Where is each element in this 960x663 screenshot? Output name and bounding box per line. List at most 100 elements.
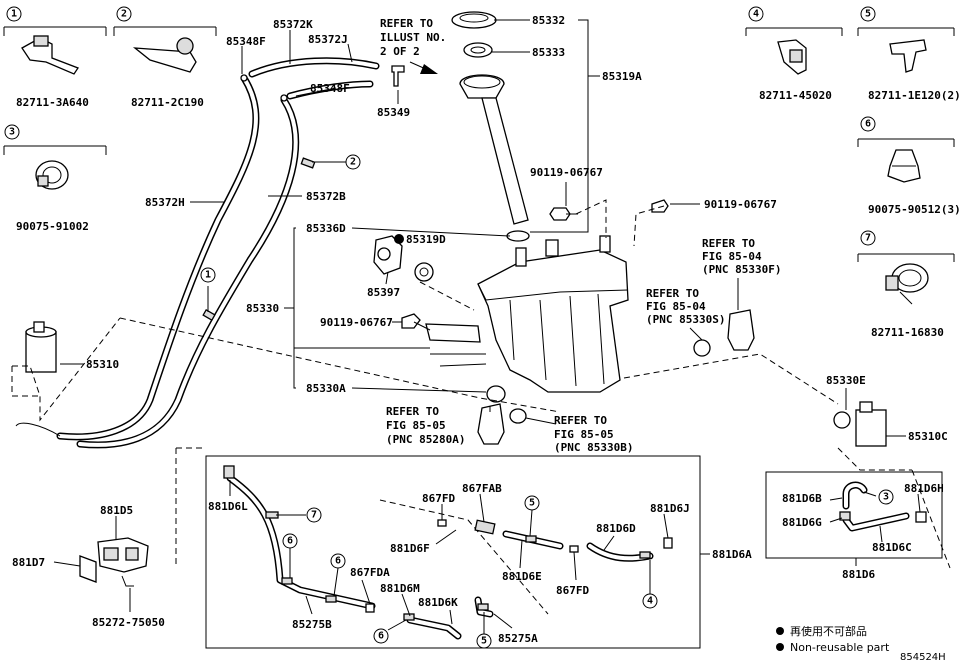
- label-85319D: 85319D: [406, 233, 446, 246]
- refer-85330B-line2: FIG 85-05: [554, 428, 614, 441]
- callout-5: 5: [865, 9, 871, 20]
- callout-1-hose: 1: [205, 270, 211, 281]
- legend-jp: 再使用不可部品: [790, 624, 867, 638]
- clamp-82711-1E120-icon: [889, 39, 927, 73]
- clamp-82711-16830-icon: [885, 263, 929, 305]
- refer-85280A-line1: REFER TO: [386, 405, 439, 418]
- label-90075-91002: 90075-91002: [16, 220, 89, 233]
- box-3: 3 90075-91002: [3, 124, 107, 233]
- box-2: 2 82711-2C190: [113, 6, 217, 109]
- label-881D7: 881D7: [12, 556, 45, 569]
- label-881D6L: 881D6L: [208, 500, 248, 513]
- callout-2: 2: [121, 9, 127, 20]
- label-85372K: 85372K: [273, 18, 313, 31]
- label-881D5: 881D5: [100, 504, 133, 517]
- clamp-90075-91002-icon: [35, 160, 69, 190]
- illustration-code: 854524H: [900, 652, 946, 663]
- refer-illust-line1: REFER TO: [380, 17, 433, 30]
- label-85319A: 85319A: [602, 70, 642, 83]
- box-881D6: 3: [765, 471, 943, 566]
- refer-notes: REFER TO ILLUST NO. 2 OF 2 REFER TO FIG …: [380, 17, 781, 454]
- label-90075-90512: 90075-90512(3): [868, 203, 960, 216]
- box-881D6A: [205, 455, 710, 649]
- label-85336D: 85336D: [306, 222, 346, 235]
- clamp-82711-3A640-icon: [21, 35, 79, 75]
- level-sensor: [373, 234, 434, 282]
- refer-85330B-line3: (PNC 85330B): [554, 441, 633, 454]
- label-881D6G: 881D6G: [782, 516, 822, 529]
- clamp-90075-90512-icon: [887, 149, 921, 183]
- label-82711-2C190: 82711-2C190: [131, 96, 204, 109]
- legend-en: Non-reusable part: [790, 641, 890, 654]
- callout-5-box-b: 5: [529, 498, 535, 509]
- legend-dot-icon-2: [776, 643, 784, 651]
- callout-7-box: 7: [311, 510, 317, 521]
- label-85330A: 85330A: [306, 382, 346, 395]
- connector-881D5: [79, 516, 149, 587]
- box-1: 1 82711-3A640: [3, 6, 107, 109]
- legend-dot-icon: [776, 627, 784, 635]
- tank-grommets: [477, 309, 755, 445]
- label-90119-06767-c: 90119-06767: [320, 316, 393, 329]
- box-5: 5 82711-1E120(2): [857, 6, 960, 102]
- label-85349: 85349: [377, 106, 410, 119]
- refer-85330F-line2: FIG 85-04: [702, 250, 762, 263]
- label-85272-75050: 85272-75050: [92, 616, 165, 629]
- callout-1: 1: [11, 9, 17, 20]
- label-82711-1E120: 82711-1E120(2): [868, 89, 960, 102]
- box-6: 6 90075-90512(3): [857, 116, 960, 216]
- refer-85330B-line1: REFER TO: [554, 414, 607, 427]
- refer-85280A-line2: FIG 85-05: [386, 419, 446, 432]
- callout-6-box-c: 6: [378, 631, 384, 642]
- refer-85330F-line3: (PNC 85330F): [702, 263, 781, 276]
- label-85372B: 85372B: [306, 190, 346, 203]
- label-881D6: 881D6: [842, 568, 875, 581]
- dashed-outlines: [11, 199, 951, 615]
- callout-4: 4: [753, 9, 759, 20]
- label-881D6D: 881D6D: [596, 522, 636, 535]
- label-85310C: 85310C: [908, 430, 948, 443]
- label-867FD-a: 867FD: [422, 492, 455, 505]
- label-90119-06767-a: 90119-06767: [530, 166, 603, 179]
- label-85275A: 85275A: [498, 632, 538, 645]
- box-881D6A-callouts: 7 6 6 6 5 5 4: [276, 495, 658, 649]
- label-881D6M: 881D6M: [380, 582, 420, 595]
- label-85372J: 85372J: [308, 33, 348, 46]
- label-85332: 85332: [532, 14, 565, 27]
- label-82711-3A640: 82711-3A640: [16, 96, 89, 109]
- callout-6-box-a: 6: [287, 536, 293, 547]
- label-85372H: 85372H: [145, 196, 185, 209]
- label-881D6J: 881D6J: [650, 502, 690, 515]
- leader-lines: [53, 19, 921, 629]
- washer-hoses: [15, 57, 405, 449]
- box-7: 7 82711-16830: [857, 230, 955, 339]
- bolts: [401, 199, 669, 331]
- callout-4-box: 4: [647, 596, 653, 607]
- pump-85310: [25, 321, 57, 373]
- callout-6-box-b: 6: [335, 556, 341, 567]
- label-881D6H: 881D6H: [904, 482, 944, 495]
- refer-85330S-line3: (PNC 85330S): [646, 313, 725, 326]
- label-85348F-b: 85348F: [310, 82, 350, 95]
- label-85397: 85397: [367, 286, 400, 299]
- callout-2-hose: 2: [350, 157, 356, 168]
- clamp-82711-45020-icon: [777, 39, 807, 75]
- label-867FAB: 867FAB: [462, 482, 502, 495]
- callout-7: 7: [865, 233, 871, 244]
- part-labels: 85348F 85372K 85372J 85348F 85349 85372H…: [12, 14, 948, 645]
- label-881D6K: 881D6K: [418, 596, 458, 609]
- callout-6: 6: [865, 119, 871, 130]
- refer-85330S-line2: FIG 85-04: [646, 300, 706, 313]
- label-881D6F: 881D6F: [390, 542, 430, 555]
- label-881D6C: 881D6C: [872, 541, 912, 554]
- label-85275B: 85275B: [292, 618, 332, 631]
- label-85330: 85330: [246, 302, 279, 315]
- label-90119-06767-b: 90119-06767: [704, 198, 777, 211]
- legend: 再使用不可部品 Non-reusable part 854524H: [776, 624, 946, 663]
- hose-callouts: 2 1: [200, 154, 361, 312]
- label-881D6B: 881D6B: [782, 492, 822, 505]
- non-reusable-dot-icon: [394, 234, 404, 244]
- label-881D6E: 881D6E: [502, 570, 542, 583]
- label-85330E: 85330E: [826, 374, 866, 387]
- label-85333: 85333: [532, 46, 565, 59]
